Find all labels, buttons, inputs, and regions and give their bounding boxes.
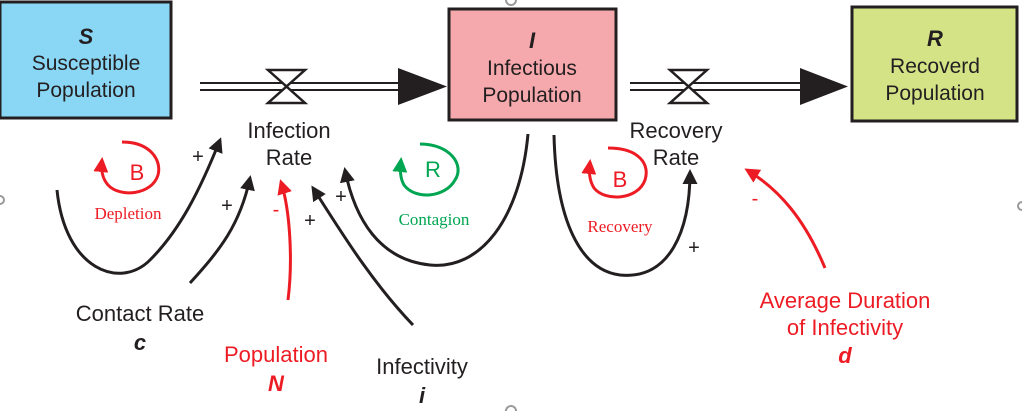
polarity-plus: + <box>192 146 204 168</box>
flow-arrowhead <box>800 68 848 105</box>
stock-susceptible-box <box>0 0 173 120</box>
loop-name: Recovery <box>587 217 653 236</box>
stock-recovered-box <box>850 5 1019 123</box>
link-contact-rate-to-infection-rate <box>188 175 255 285</box>
flow-label-line1: Infection <box>247 118 330 143</box>
loop-arrow-icon <box>93 140 161 195</box>
variable-infectivity: Infectivity i <box>376 354 468 408</box>
valve-icon <box>666 68 711 105</box>
variable-label-line1: Average Duration <box>760 288 931 313</box>
link-population-to-infection-rate <box>277 179 292 301</box>
flow-label-line1: Recovery <box>630 118 723 143</box>
link-susceptible-to-infection-rate <box>55 137 223 275</box>
stock-symbol: S <box>79 24 94 49</box>
causal-links: + + - + + + - <box>55 133 827 327</box>
loop-contagion: R Contagion <box>392 142 470 229</box>
variable-label: Population <box>224 342 328 367</box>
stock-recovered: R Recoverd Population <box>850 5 1019 123</box>
link-infectious-to-infection-rate <box>340 133 530 267</box>
loop-arrow-icon <box>581 146 648 199</box>
polarity-plus: + <box>688 237 700 259</box>
loop-type: B <box>613 167 628 192</box>
loop-depletion: B Depletion <box>93 140 162 223</box>
loop-name: Contagion <box>399 210 470 229</box>
variable-population: Population N <box>224 342 328 396</box>
stock-label-line1: Infectious <box>487 57 577 80</box>
variable-symbol: d <box>838 343 852 368</box>
link-infectious-to-recovery-rate <box>552 134 698 277</box>
stock-label-line1: Susceptible <box>32 52 141 75</box>
selection-handle-top[interactable] <box>505 0 517 6</box>
loop-name: Depletion <box>94 204 162 223</box>
polarity-plus: + <box>304 210 316 232</box>
flow-label-line2: Rate <box>266 145 312 170</box>
variable-symbol: i <box>419 383 426 408</box>
stock-label-line1: Recoverd <box>890 55 980 78</box>
polarity-minus: - <box>273 199 280 221</box>
link-avg-duration-to-recovery-rate <box>744 168 827 269</box>
variable-label: Infectivity <box>376 354 468 379</box>
flow-infection: Infection Rate <box>200 68 447 170</box>
stock-label-line2: Population <box>885 82 984 105</box>
selection-handle-left[interactable] <box>0 195 5 205</box>
link-infectivity-to-infection-rate <box>311 185 415 327</box>
stock-label-line2: Population <box>36 79 135 102</box>
polarity-minus: - <box>752 188 759 210</box>
selection-handle-bottom[interactable] <box>505 405 517 411</box>
loop-arrow-icon <box>392 142 460 197</box>
stock-symbol: R <box>927 26 943 51</box>
stock-infectious-box <box>447 7 618 122</box>
polarity-plus: + <box>221 195 233 217</box>
variable-contact-rate: Contact Rate c <box>76 301 204 355</box>
loop-recovery: B Recovery <box>581 146 653 236</box>
stock-label-line2: Population <box>482 84 581 107</box>
variable-label-line2: of Infectivity <box>787 315 903 340</box>
variable-symbol: N <box>268 371 285 396</box>
stock-infectious: I Infectious Population <box>447 7 618 122</box>
polarity-plus: + <box>335 186 347 208</box>
loop-type: R <box>425 157 441 182</box>
valve-icon <box>264 68 309 105</box>
variable-avg-duration: Average Duration of Infectivity d <box>760 288 931 368</box>
variable-label: Contact Rate <box>76 301 204 326</box>
stock-susceptible: S Susceptible Population <box>0 0 173 120</box>
stock-symbol: I <box>529 28 536 53</box>
variable-symbol: c <box>134 330 146 355</box>
flow-recovery: Recovery Rate <box>630 68 848 170</box>
loop-type: B <box>130 160 145 185</box>
flow-arrowhead <box>398 68 447 105</box>
selection-handle-right[interactable] <box>1017 201 1022 211</box>
flow-label-line2: Rate <box>653 145 699 170</box>
